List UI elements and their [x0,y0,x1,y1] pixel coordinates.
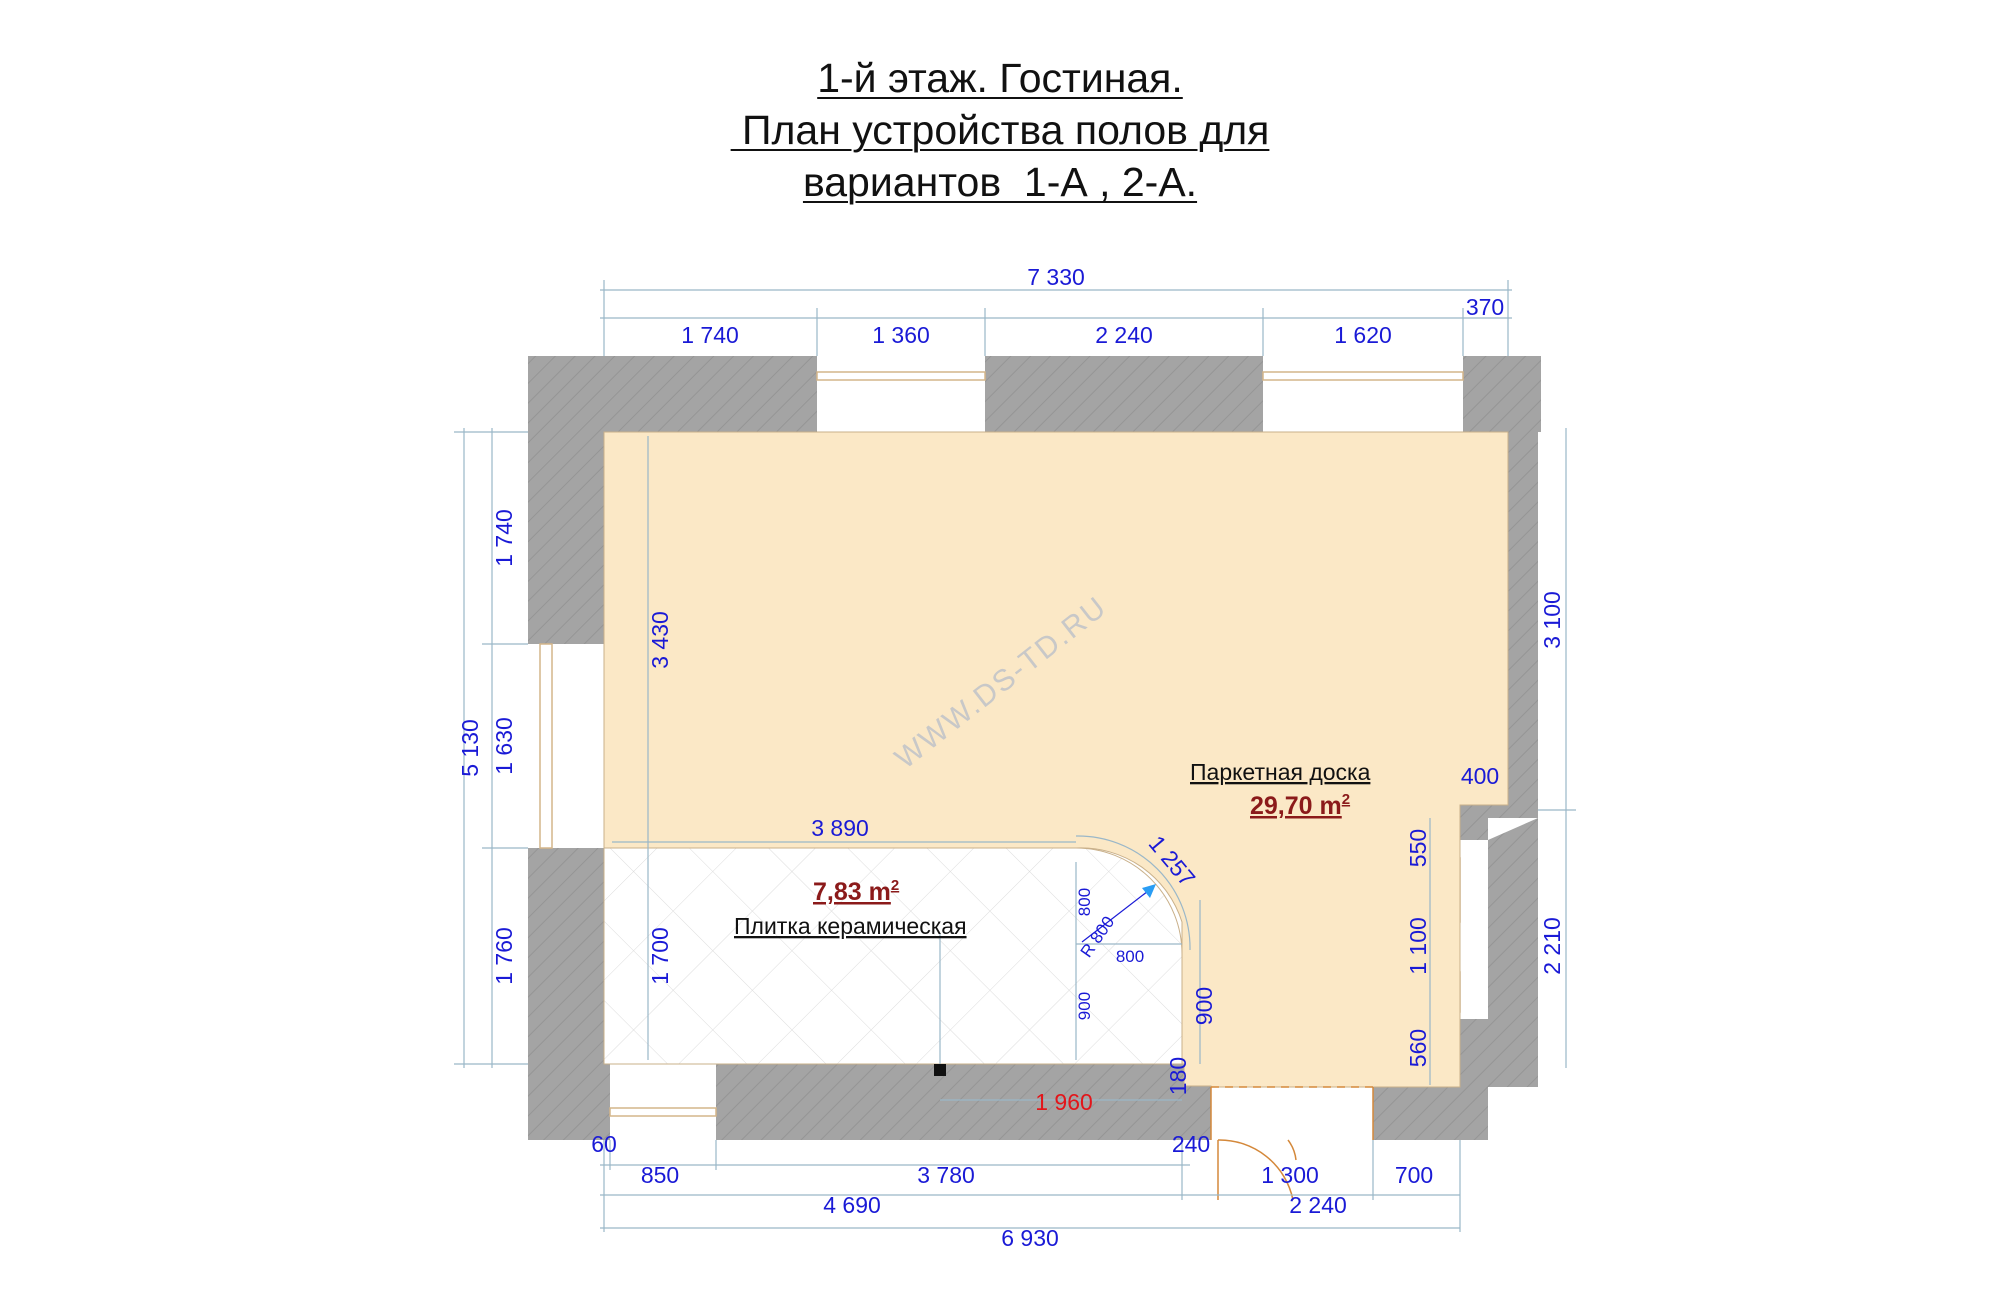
dimension-lines [454,280,1576,1232]
dim-bottom-2240: 2 240 [1289,1192,1347,1218]
dim-bottom-1300: 1 300 [1261,1162,1319,1188]
dim-bottom-3780: 3 780 [917,1162,975,1188]
wall-bottom-middle [716,1064,1211,1140]
wall-right-jamb-lower [1460,1019,1488,1087]
parquet-area: 29,70 m2 [1250,791,1350,820]
dim-right-560: 560 [1405,1029,1431,1067]
dim-top-total: 7 330 [1027,264,1085,290]
dim-inner-900-b: 900 [1191,987,1217,1025]
dim-right-1100: 1 100 [1405,917,1431,975]
dim-left-1: 1 740 [491,509,517,567]
dim-r-800-h: 800 [1116,947,1144,966]
tile-area-sup: 2 [891,877,899,894]
window-bottom [609,1107,717,1117]
parquet-label: Паркетная доска [1190,759,1371,785]
dim-bottom-240: 240 [1172,1131,1210,1157]
dim-inner-3890: 3 890 [811,815,869,841]
page-title: 1-й этаж. Гостиная. План устройства поло… [0,52,2000,208]
dim-bottom-total: 6 930 [1001,1225,1059,1251]
column-marker [934,1064,946,1076]
radius-arrow [1081,884,1156,943]
dim-right-400: 400 [1461,763,1499,789]
window-top-1 [816,371,986,381]
tile-label: Плитка керамическая [734,913,967,939]
tile-floor [603,847,1183,1065]
window-top-2 [1262,371,1464,381]
title-line-2: План устройства полов для [730,107,1270,153]
title-line-1: 1-й этаж. Гостиная. [817,55,1183,101]
wall-right-lower [1488,818,1538,840]
dim-top-1: 1 740 [681,322,739,348]
dim-right-550: 550 [1405,829,1431,867]
dim-inner-180: 180 [1165,1057,1191,1095]
wall-bottom-left [528,1064,610,1140]
dim-bottom-60: 60 [591,1131,617,1157]
parquet-area-sup: 2 [1342,791,1350,808]
dim-inner-1700: 1 700 [647,927,673,985]
tile-area-value: 7,83 m [813,878,891,906]
walls [528,356,1541,1140]
dim-top-5: 370 [1466,294,1504,320]
dim-r-800-v: 800 [1075,888,1094,916]
wall-bottom-right [1373,1087,1488,1140]
dim-right-2210: 2 210 [1539,917,1565,975]
dim-bottom-4690: 4 690 [823,1192,881,1218]
dim-top-4: 1 620 [1334,322,1392,348]
title-line-3: вариантов 1-А , 2-А. [802,159,1198,205]
window-left [539,643,553,849]
dim-bottom-850: 850 [641,1162,679,1188]
wall-left-upper [528,356,604,644]
dim-red-1960: 1 960 [1035,1089,1093,1115]
dim-left-total: 5 130 [457,719,483,777]
wall-right [1460,356,1538,840]
dim-right-3100: 3 100 [1539,591,1565,649]
dim-bottom-700: 700 [1395,1162,1433,1188]
parquet-area-value: 29,70 m [1250,792,1342,820]
dim-left-2: 1 630 [491,717,517,775]
tile-area: 7,83 m2 [813,877,899,906]
dim-inner-900-a: 900 [1075,992,1094,1020]
entrance-door [1210,1086,1374,1201]
dim-left-3: 1 760 [491,927,517,985]
dim-inner-3430: 3 430 [647,611,673,669]
dimension-labels: 7 330 1 740 1 360 2 240 1 620 370 5 130 … [457,264,1565,1251]
wall-right-column [1488,840,1538,1087]
dim-top-2: 1 360 [872,322,930,348]
wall-top-middle [985,356,1263,432]
dim-top-3: 2 240 [1095,322,1153,348]
